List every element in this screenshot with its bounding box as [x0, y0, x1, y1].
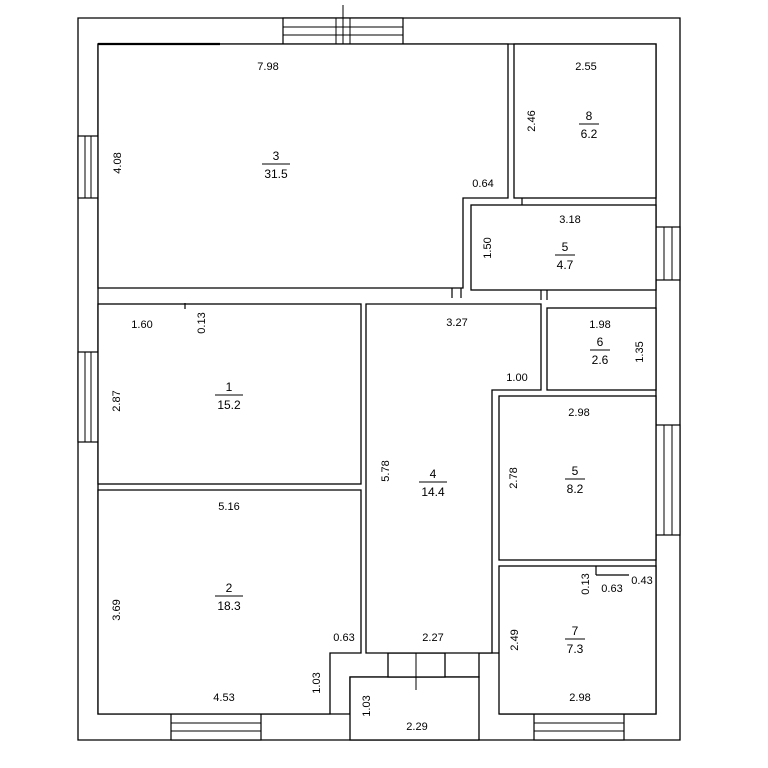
dimension-labels: 7.98 4.08 0.64 2.55 2.46 3.18 1.50 1.60 … — [111, 61, 653, 733]
room-6-number: 6 — [597, 335, 604, 349]
dim-label: 2.29 — [406, 721, 427, 733]
dim-label: 2.87 — [111, 390, 123, 411]
room-7-area: 7.3 — [567, 642, 584, 656]
room-4-outline — [365, 303, 542, 654]
room-5a-outline — [470, 204, 657, 291]
window-left-1 — [77, 135, 99, 199]
entrance-porch — [349, 652, 480, 741]
dim-label: 7.98 — [257, 61, 278, 73]
dim-label: 2.27 — [422, 632, 443, 644]
dim-label: 0.64 — [472, 178, 493, 190]
room-4-label: 4 14.4 — [419, 467, 447, 499]
dim-label: 2.55 — [575, 61, 596, 73]
window-bottom-1 — [170, 713, 262, 741]
dim-label: 5.78 — [380, 460, 392, 481]
dim-label: 1.00 — [506, 372, 527, 384]
dim-label: 0.13 — [580, 573, 592, 594]
dim-label: 4.53 — [213, 692, 234, 704]
room-5a-label: 5 4.7 — [555, 240, 575, 272]
room-1-number: 1 — [226, 380, 233, 394]
room-1-outline — [97, 303, 362, 485]
dim-label: 0.63 — [333, 632, 354, 644]
room-3-outline — [97, 42, 509, 289]
dim-label: 0.13 — [196, 312, 208, 333]
dim-label: 3.69 — [111, 599, 123, 620]
dim-label: 1.60 — [131, 319, 152, 331]
room-4-number: 4 — [430, 467, 437, 481]
room-6-area: 2.6 — [592, 353, 609, 367]
room-3-number: 3 — [273, 149, 280, 163]
dim-label: 2.46 — [526, 110, 538, 131]
room-6-outline — [546, 307, 657, 391]
room-7-outline — [498, 565, 657, 715]
room-6-label: 6 2.6 — [590, 335, 610, 367]
dim-label: 2.98 — [569, 692, 590, 704]
room-5b-area: 8.2 — [567, 482, 584, 496]
room-7-number: 7 — [572, 624, 579, 638]
dim-label: 0.63 — [601, 583, 622, 595]
room-5a-area: 4.7 — [557, 258, 574, 272]
opening-marks — [184, 198, 629, 576]
dim-label: 2.78 — [508, 467, 520, 488]
room-7-label: 7 7.3 — [565, 624, 585, 656]
room-5b-outline — [498, 395, 657, 561]
room-2-area: 18.3 — [217, 599, 241, 613]
room-3-label: 3 31.5 — [262, 149, 290, 181]
dim-label: 0.43 — [631, 575, 652, 587]
room-3-area: 31.5 — [264, 167, 288, 181]
dim-label: 1.03 — [311, 672, 323, 693]
dim-label: 1.03 — [361, 695, 373, 716]
room-2-number: 2 — [226, 581, 233, 595]
room-5a-number: 5 — [562, 240, 569, 254]
dim-label: 2.98 — [568, 407, 589, 419]
room-8-label: 8 6.2 — [579, 109, 599, 141]
dim-label: 3.18 — [559, 214, 580, 226]
room-5b-number: 5 — [572, 464, 579, 478]
dim-label: 1.50 — [482, 237, 494, 258]
room-2-outline — [97, 489, 362, 715]
dim-label: 2.49 — [509, 629, 521, 650]
dim-label: 5.16 — [218, 501, 239, 513]
room-8-area: 6.2 — [581, 127, 598, 141]
dim-label: 1.35 — [634, 341, 646, 362]
room-1-area: 15.2 — [217, 398, 241, 412]
room-8-outline — [513, 43, 657, 199]
room-2-label: 2 18.3 — [215, 581, 243, 613]
window-bottom-2 — [533, 713, 625, 741]
room-4-area: 14.4 — [421, 485, 445, 499]
room-8-number: 8 — [586, 109, 593, 123]
room-1-label: 1 15.2 — [215, 380, 243, 412]
dim-label: 3.27 — [446, 317, 467, 329]
window-left-2 — [77, 351, 99, 443]
window-top — [282, 5, 404, 58]
window-right-1 — [655, 226, 681, 281]
window-right-2 — [655, 424, 681, 536]
dim-label: 4.08 — [112, 152, 124, 173]
dim-label: 1.98 — [589, 319, 610, 331]
room-5b-label: 5 8.2 — [565, 464, 585, 496]
